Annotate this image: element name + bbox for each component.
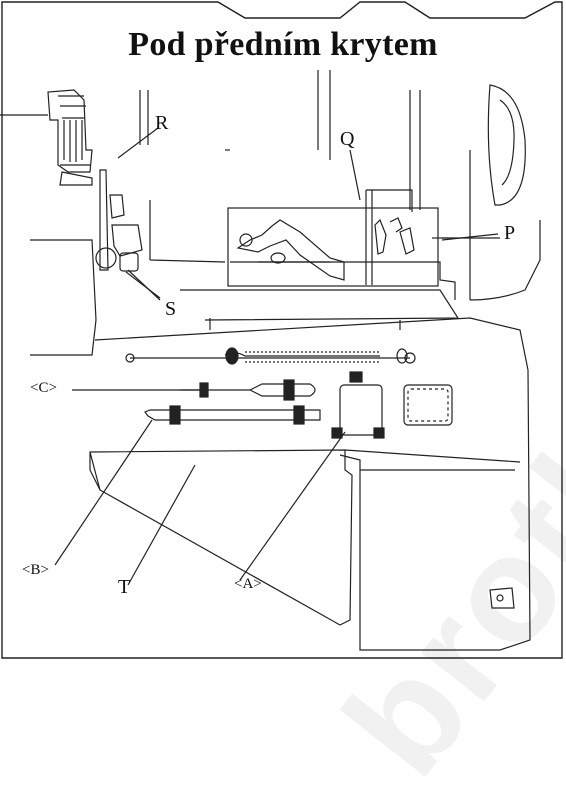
label-C: <C> [30,380,57,396]
leader-T [127,464,196,586]
label-P: P [504,222,516,244]
right-roller [487,84,526,206]
tweezers [144,409,321,421]
leader-P [441,233,499,241]
needle-bar-assembly [47,89,93,173]
leader-A [239,431,346,581]
accessory-case [339,384,383,436]
leader-Q [349,149,361,201]
label-B: <B> [22,562,49,578]
page-title: Pod předním krytem [128,26,438,63]
frame-border [1,1,563,659]
label-S: S [165,298,177,320]
upper-knife [99,169,109,271]
label-T: T [118,576,131,598]
inset-box [227,207,439,287]
label-Q: Q [340,128,355,150]
leader-B [54,419,153,566]
accessory-tray [89,449,353,626]
front-cover-panel [94,317,531,651]
label-R: R [155,112,169,134]
leader-S [127,269,161,301]
machine-illustration [0,1,563,659]
label-A: <A> [234,576,262,592]
